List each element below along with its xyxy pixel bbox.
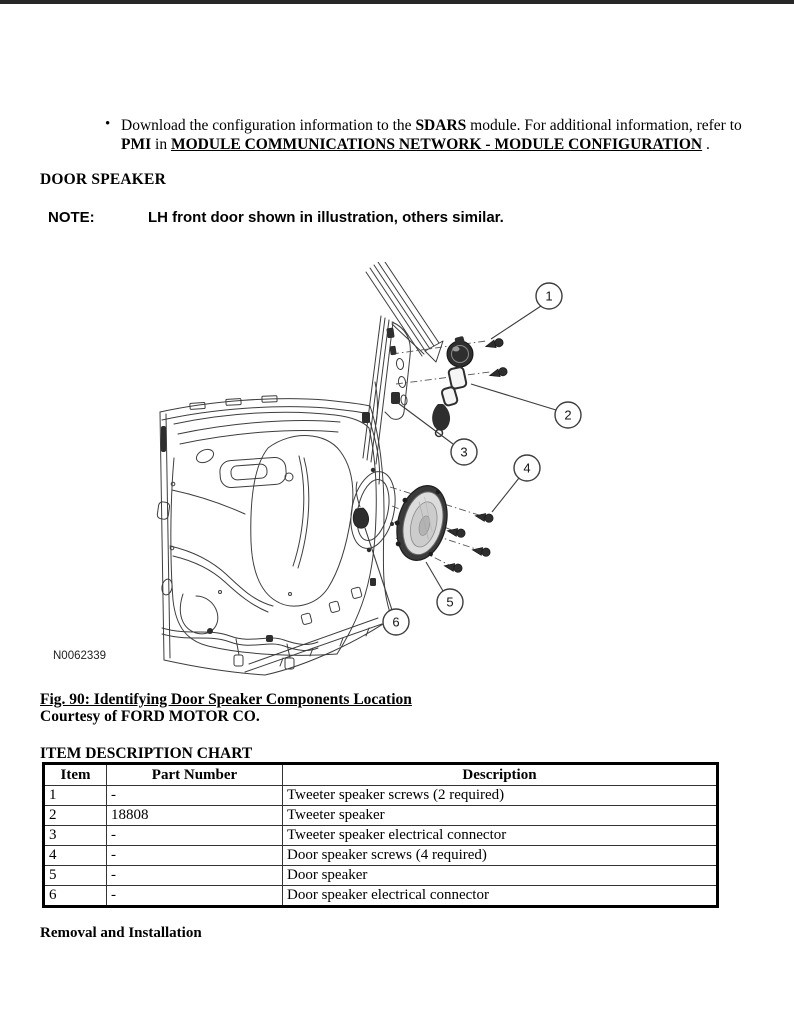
window-top-edge: [0, 0, 794, 4]
door-illustration: 1 2 3 4 5 6: [156, 262, 582, 676]
cell-item: 5: [43, 865, 107, 886]
callout-2: 2: [554, 401, 582, 429]
svg-text:1: 1: [545, 289, 552, 304]
table-row: 4 - Door speaker screws (4 required): [43, 845, 718, 866]
sdars-term: SDARS: [415, 117, 467, 134]
cell-item: 2: [43, 805, 107, 826]
cell-description: Door speaker electrical connector: [282, 885, 718, 907]
cell-part-number: -: [106, 825, 283, 846]
item-description-table: Item Part Number Description 1 - Tweeter…: [42, 762, 719, 908]
cell-item: 3: [43, 825, 107, 846]
bullet-text-in: in: [151, 136, 171, 153]
note-label: NOTE:: [48, 209, 95, 226]
svg-text:3: 3: [460, 445, 467, 460]
module-config-link[interactable]: MODULE COMMUNICATIONS NETWORK - MODULE C…: [170, 136, 703, 153]
door-speaker-heading: DOOR SPEAKER: [40, 171, 166, 188]
callout-6: 6: [382, 608, 410, 636]
figure-caption: Fig. 90: Identifying Door Speaker Compon…: [40, 691, 412, 708]
door-speaker: [394, 485, 448, 561]
bullet-text: Download the configuration information t…: [121, 116, 746, 154]
col-header-item: Item: [43, 763, 107, 786]
callout-5: 5: [436, 588, 464, 616]
cell-description: Tweeter speaker electrical connector: [282, 825, 718, 846]
col-header-description: Description: [282, 763, 718, 786]
figure-image-code: N0062339: [53, 650, 107, 662]
table-header-row: Item Part Number Description: [43, 763, 718, 786]
figure-container: 1 2 3 4 5 6 N0062339: [40, 262, 700, 686]
cell-part-number: -: [106, 885, 283, 907]
cell-item: 4: [43, 845, 107, 866]
callout-4: 4: [513, 454, 541, 482]
panel-clips: [161, 327, 400, 642]
note-block: NOTE: LH front door shown in illustratio…: [48, 209, 748, 226]
cell-part-number: -: [106, 845, 283, 866]
table-row: 5 - Door speaker: [43, 865, 718, 886]
tweeter-screws: [483, 337, 509, 381]
pmi-term: PMI: [121, 136, 152, 153]
cell-item: 1: [43, 785, 107, 806]
table-row: 3 - Tweeter speaker electrical connector: [43, 825, 718, 846]
cell-part-number: -: [106, 865, 283, 886]
callout-1: 1: [535, 282, 563, 310]
door-line-art: [156, 262, 444, 676]
bullet-text-mid: module. For additional information, refe…: [466, 117, 742, 134]
callout-3: 3: [450, 438, 478, 466]
svg-text:5: 5: [446, 595, 453, 610]
door-speaker-connector: [352, 507, 370, 529]
table-row: 6 - Door speaker electrical connector: [43, 885, 718, 907]
cell-item: 6: [43, 885, 107, 907]
cell-description: Tweeter speaker: [282, 805, 718, 826]
cell-description: Door speaker screws (4 required): [282, 845, 718, 866]
callout-leader-lines: [364, 305, 557, 611]
cell-part-number: -: [106, 785, 283, 806]
svg-text:6: 6: [392, 615, 399, 630]
cell-description: Door speaker: [282, 865, 718, 886]
removal-installation-heading: Removal and Installation: [40, 925, 202, 941]
cell-description: Tweeter speaker screws (2 required): [282, 785, 718, 806]
item-chart-heading: ITEM DESCRIPTION CHART: [40, 745, 253, 762]
svg-text:2: 2: [564, 408, 571, 423]
cell-part-number: 18808: [106, 805, 283, 826]
note-text: LH front door shown in illustration, oth…: [148, 209, 504, 226]
bullet-icon: •: [105, 116, 111, 132]
svg-text:4: 4: [523, 461, 530, 476]
bullet-text-end: .: [702, 136, 710, 153]
bullet-paragraph: • Download the configuration information…: [104, 116, 746, 154]
figure-courtesy: Courtesy of FORD MOTOR CO.: [40, 708, 260, 725]
col-header-part-number: Part Number: [106, 763, 283, 786]
tweeter-speaker: [432, 336, 474, 438]
door-speaker-screws: [442, 511, 495, 574]
table-row: 2 18808 Tweeter speaker: [43, 805, 718, 826]
bullet-text-start: Download the configuration information t…: [121, 117, 416, 134]
table-row: 1 - Tweeter speaker screws (2 required): [43, 785, 718, 806]
